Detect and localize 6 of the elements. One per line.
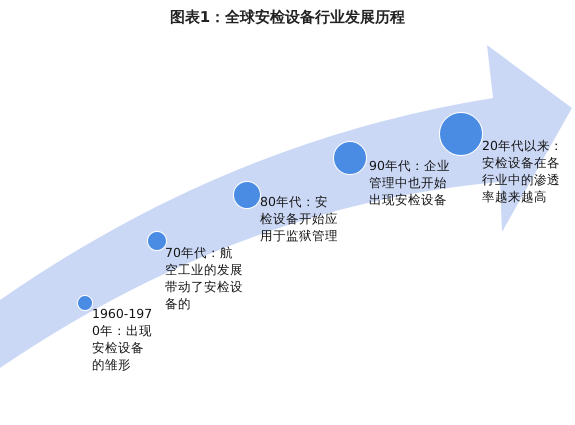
title: 图表1：全球安检设备行业发展历程 <box>168 8 406 27</box>
milestone-text: 20年代以来：安检设备在各行业中的渗透率越来越高 <box>482 137 564 205</box>
milestone-text: 80年代：安检设备开始应用于监狱管理 <box>260 193 338 244</box>
milestone-text: 90年代：企业管理中也开始出现安检设备 <box>369 157 451 208</box>
milestone-text: 1960-1970年：出现安检设备的雏形 <box>92 305 154 373</box>
milestone-text: 70年代：航空工业的发展带动了安检设备的 <box>165 244 243 312</box>
